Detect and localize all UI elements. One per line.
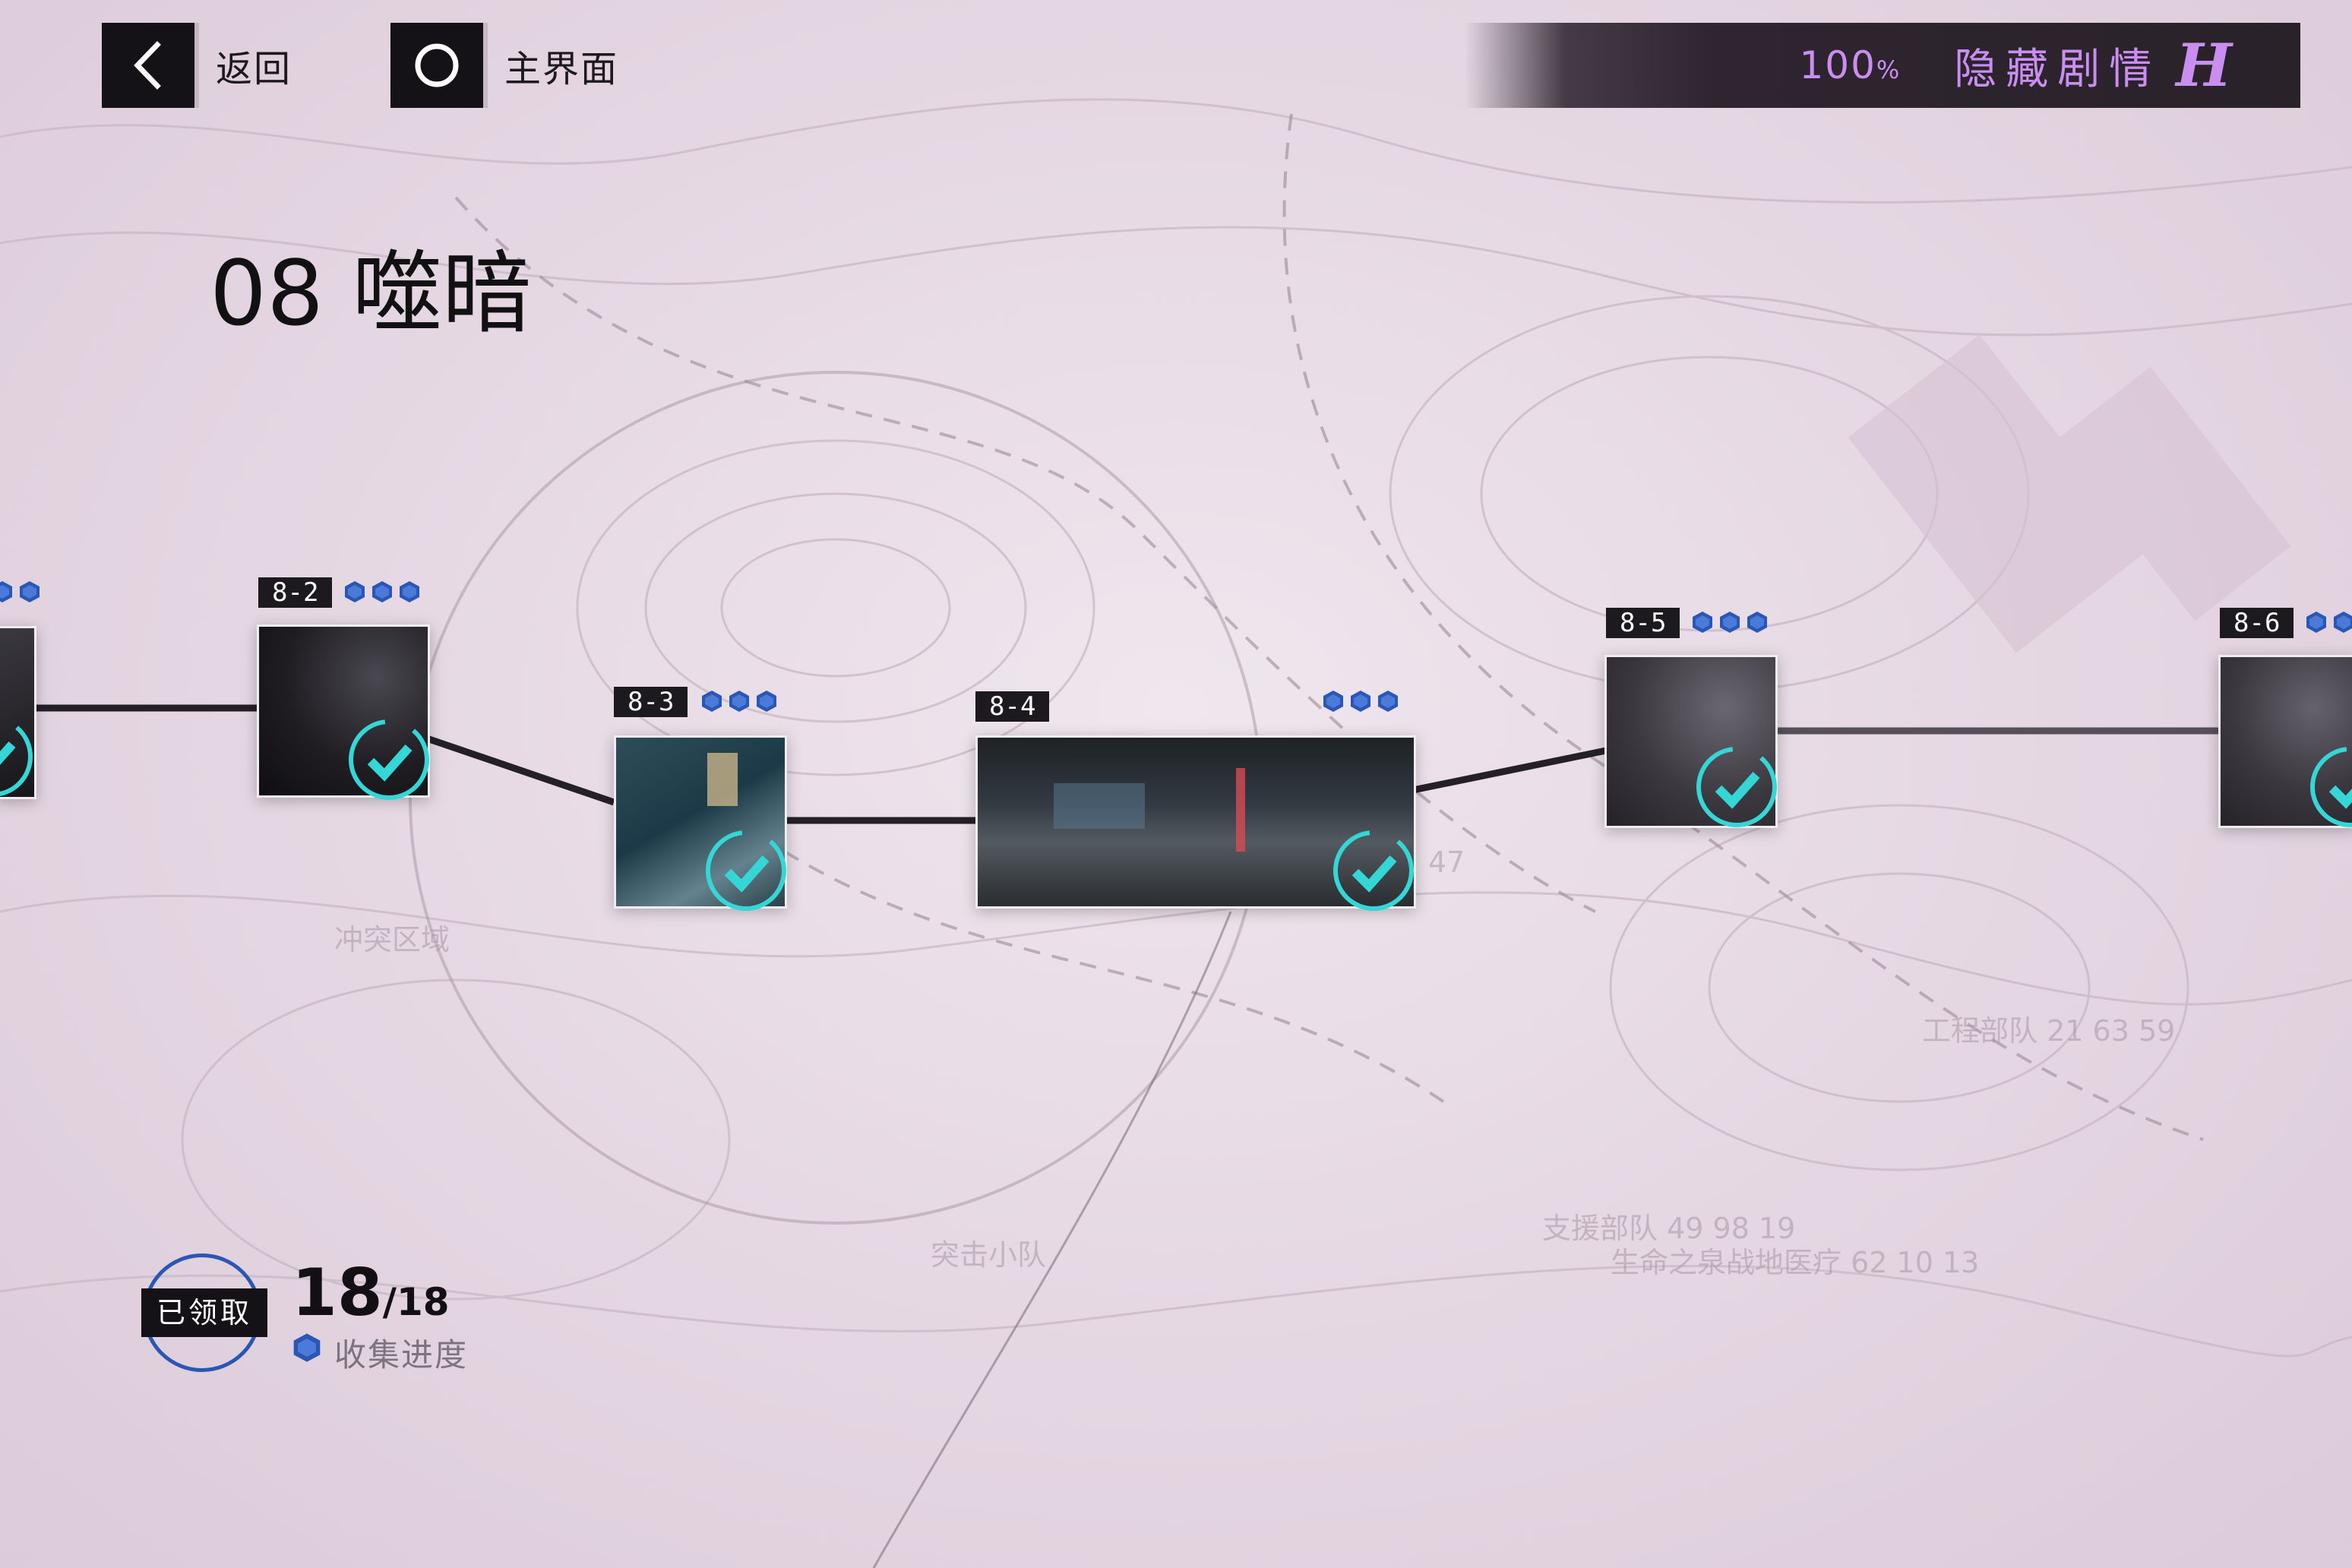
stage-thumbnail-8-4[interactable] (975, 735, 1416, 909)
svg-text:支援部队 49 98 19: 支援部队 49 98 19 (1542, 1212, 1795, 1245)
hidden-story-mark: H (2176, 30, 2232, 100)
svg-text:工程部队 21 63 59: 工程部队 21 63 59 (1922, 1014, 2175, 1048)
stage-8-2-stars (343, 580, 421, 603)
stage-label-8-3: 8-3 (614, 687, 688, 717)
svg-text:突击小队: 突击小队 (931, 1238, 1046, 1272)
collection-hex-icon (293, 1333, 321, 1362)
stage-label-8-2: 8-2 (258, 577, 333, 608)
stage-label-8-4: 8-4 (975, 691, 1050, 722)
cleared-check-icon (2310, 747, 2352, 827)
map-label-conflict: 冲突区域 (334, 923, 450, 956)
cleared-check-icon (706, 830, 786, 911)
cleared-check-icon (349, 719, 429, 800)
stage-thumbnail-8-2[interactable] (257, 624, 430, 798)
stage-label-8-5: 8-5 (1606, 608, 1680, 638)
stage-partial-stars (0, 580, 41, 603)
home-button[interactable]: 主界面 (390, 23, 618, 108)
stage-label-8-6: 8-6 (2220, 608, 2294, 638)
cleared-check-icon (1696, 747, 1777, 827)
stage-thumbnail-8-3[interactable] (614, 735, 787, 909)
back-label: 返回 (216, 48, 292, 90)
chapter-title: 08 噬暗 (210, 241, 532, 346)
back-arrow-icon (102, 23, 194, 108)
hidden-story-percent: 100% (1799, 43, 1902, 87)
claimed-label: 已领取 (141, 1288, 267, 1337)
stage-8-6-stars (2305, 611, 2352, 634)
stage-thumbnail-8-6[interactable] (2218, 655, 2352, 828)
svg-text:生命之泉战地医疗 62 10 13: 生命之泉战地医疗 62 10 13 (1611, 1246, 1979, 1279)
hidden-story-label: 隐藏剧情 (1954, 44, 2161, 94)
home-circle-icon (390, 23, 483, 108)
cleared-check-icon (1333, 830, 1414, 911)
cleared-check-icon (0, 716, 33, 797)
collection-count: 18/18 (292, 1255, 450, 1331)
home-label: 主界面 (504, 48, 619, 90)
hidden-story-bar[interactable]: 100% 隐藏剧情 H (1465, 23, 2300, 108)
svg-text:47: 47 (1428, 846, 1465, 879)
stage-thumbnail-8-5[interactable] (1604, 655, 1778, 828)
stage-8-4-stars (1322, 690, 1399, 713)
collection-label: 收集进度 (334, 1336, 469, 1374)
stage-8-5-stars (1691, 611, 1769, 634)
stage-8-3-stars (700, 690, 778, 713)
back-button[interactable]: 返回 (102, 23, 292, 108)
